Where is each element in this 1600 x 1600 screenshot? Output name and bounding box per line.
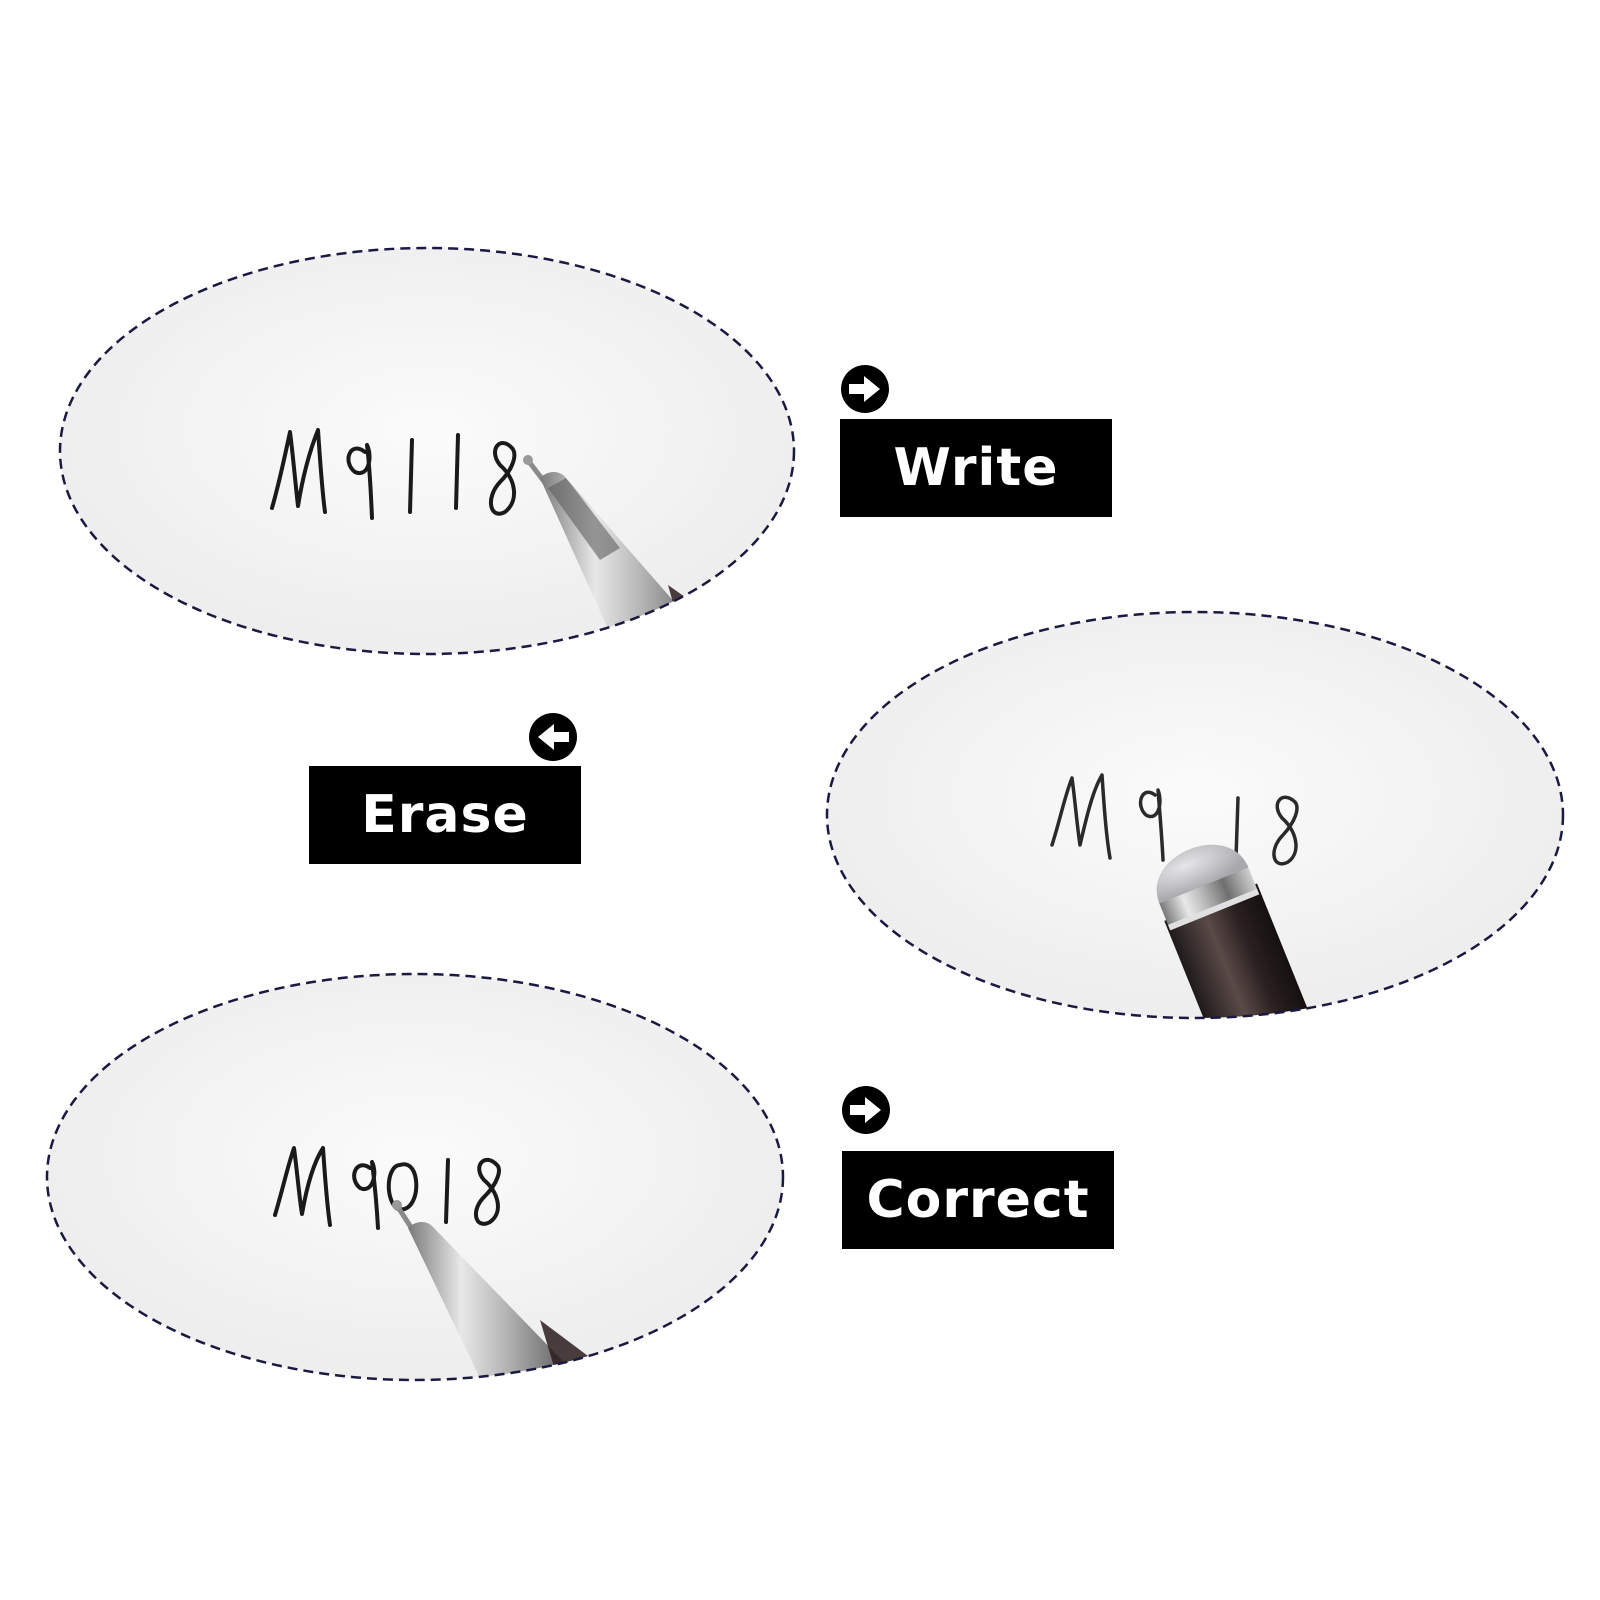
write-handwriting [270, 428, 517, 520]
write-ellipse [60, 248, 794, 654]
erase-dashed-outline [825, 610, 1565, 1020]
correct-panel [45, 972, 785, 1382]
write-label: Write [840, 419, 1112, 517]
correct-handwriting [273, 1146, 501, 1230]
erase-panel [825, 610, 1565, 1020]
arrow-left-icon [529, 713, 577, 761]
eraser-pen-image [1156, 844, 1340, 1018]
correct-label: Correct [842, 1151, 1114, 1249]
arrow-right-icon [842, 1086, 890, 1134]
write-panel [58, 246, 796, 656]
erase-ellipse [827, 612, 1563, 1018]
correct-dashed-outline [45, 972, 785, 1382]
erase-label: Erase [309, 766, 581, 864]
erase-handwriting [1050, 773, 1299, 866]
write-dashed-outline [58, 246, 796, 656]
arrow-right-icon [841, 365, 889, 413]
